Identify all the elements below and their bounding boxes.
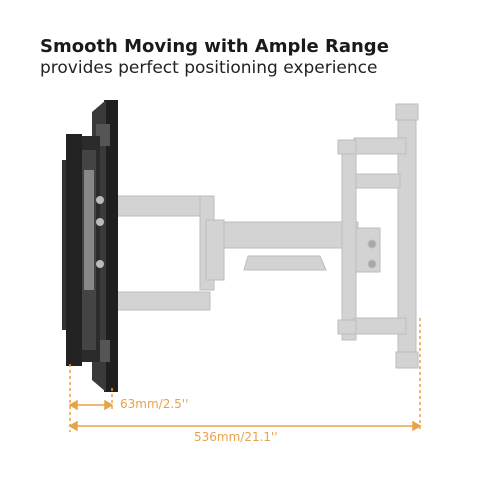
subheadline: provides perfect positioning experience [40, 58, 378, 78]
headline: Smooth Moving with Ample Range [40, 36, 389, 57]
extended-mount-ghost [113, 103, 419, 369]
retracted-mount [62, 100, 118, 392]
retracted-depth-label: 63mm/2.5'' [120, 397, 189, 411]
extended-depth-label: 536mm/21.1'' [194, 430, 278, 444]
dimension-lines [68, 318, 422, 432]
